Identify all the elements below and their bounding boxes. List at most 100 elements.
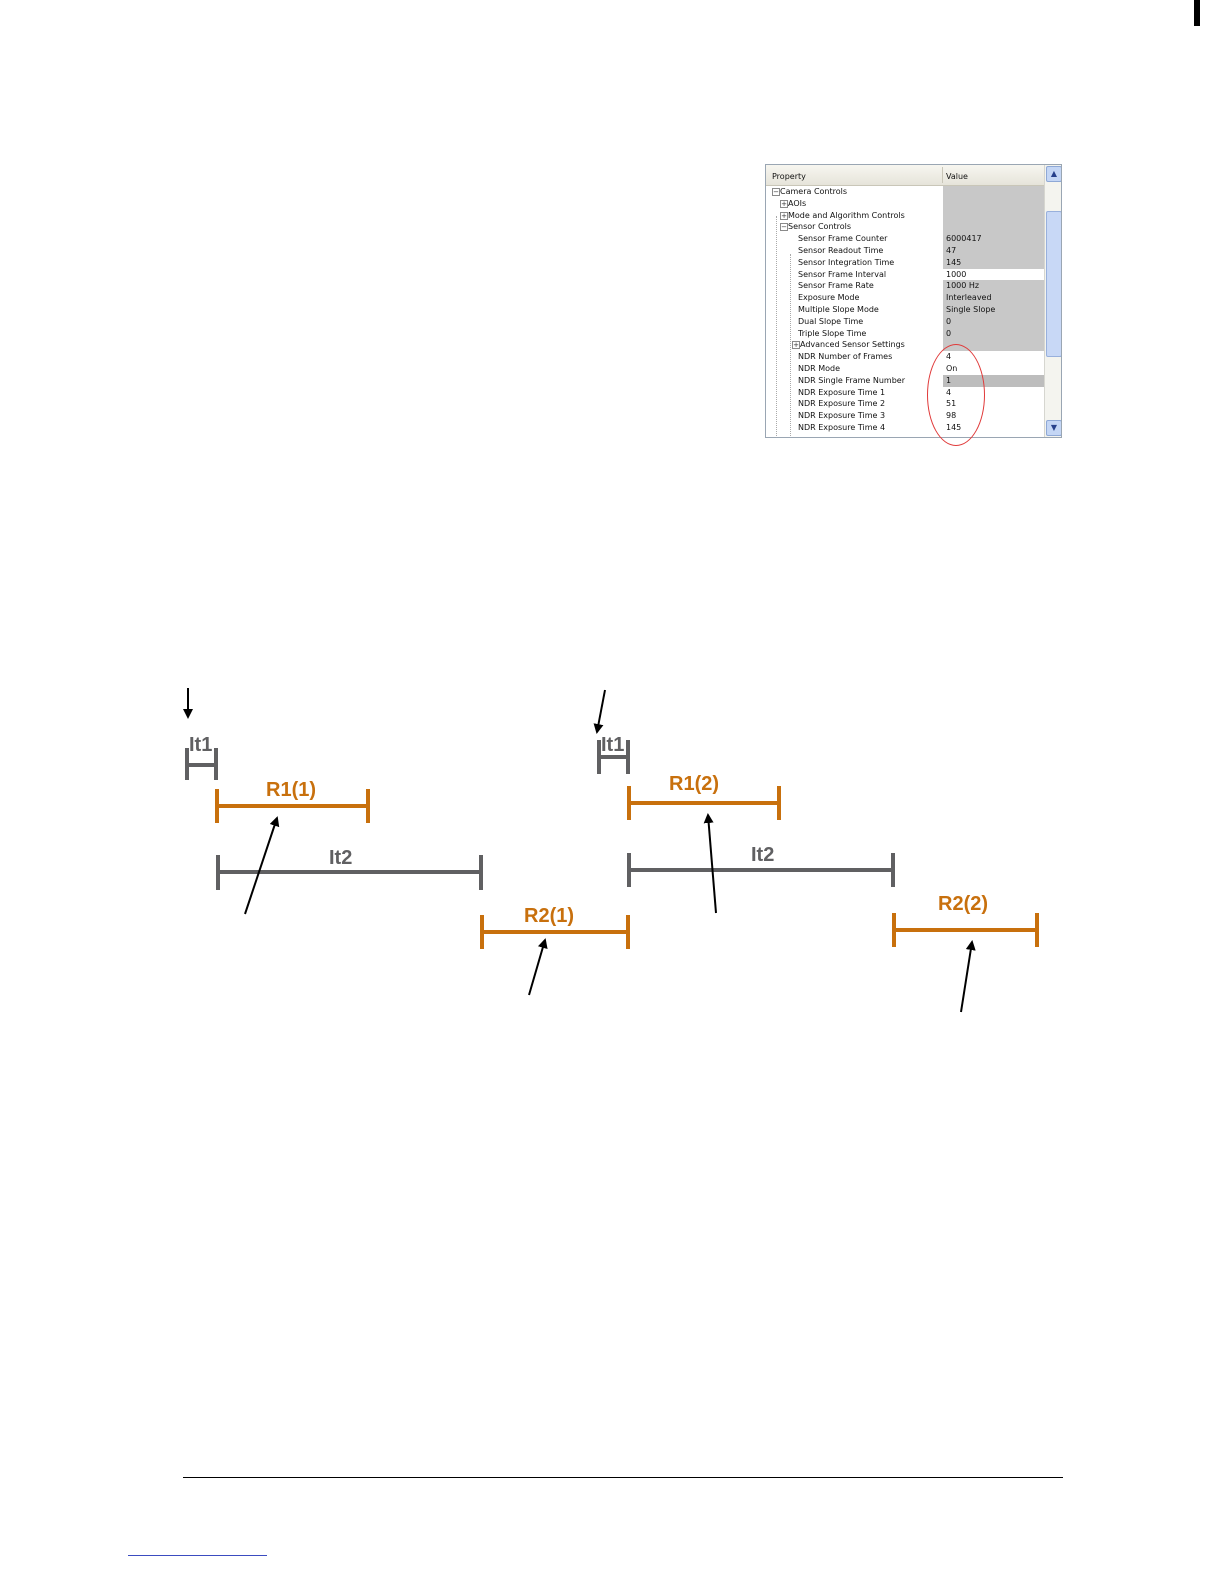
property-name: Sensor Readout Time bbox=[798, 246, 884, 255]
r2-2-label: R2(2) bbox=[938, 893, 988, 915]
property-value-cell[interactable]: 0 bbox=[943, 327, 1044, 340]
property-row[interactable]: −Sensor Controls bbox=[766, 221, 1044, 234]
property-row[interactable]: Sensor Frame Counter 6000417 bbox=[766, 233, 1044, 245]
property-value-cell[interactable] bbox=[943, 197, 1044, 210]
property-value-cell[interactable]: 6000417 bbox=[943, 233, 1044, 245]
property-name-cell[interactable]: Sensor Frame Counter bbox=[766, 233, 942, 245]
property-value: 1000 bbox=[946, 269, 967, 279]
pointer-arrow-r1-2 bbox=[703, 813, 717, 914]
property-name-cell[interactable]: Sensor Integration Time bbox=[766, 257, 942, 269]
property-name: AOIs bbox=[788, 198, 807, 208]
property-name-cell[interactable]: NDR Exposure Time 4 bbox=[766, 422, 942, 434]
property-name-cell[interactable]: +Advanced Sensor Settings bbox=[766, 339, 942, 351]
property-row[interactable]: Exposure Mode Interleaved bbox=[766, 292, 1044, 304]
property-name: Camera Controls bbox=[780, 187, 848, 196]
property-row[interactable]: +Advanced Sensor Settings bbox=[766, 339, 1044, 352]
highlight-ellipse bbox=[927, 344, 985, 446]
property-name-cell[interactable]: NDR Number of Frames bbox=[766, 351, 942, 363]
r1-1-label: R1(1) bbox=[266, 779, 316, 801]
property-name-cell[interactable]: NDR Mode bbox=[766, 363, 942, 375]
property-value-cell[interactable]: 1000 Hz bbox=[943, 280, 1044, 293]
property-name-cell[interactable]: Exposure Mode bbox=[766, 292, 942, 304]
property-row[interactable]: Multiple Slope Mode Single Slope bbox=[766, 304, 1044, 316]
r1-2-label: R1(2) bbox=[669, 773, 719, 795]
property-value-cell[interactable] bbox=[943, 209, 1044, 222]
property-name: NDR Exposure Time 1 bbox=[798, 387, 886, 397]
property-name-cell[interactable]: NDR Exposure Time 3 bbox=[766, 410, 942, 422]
footer-link-underline[interactable] bbox=[128, 1555, 267, 1556]
property-name-cell[interactable]: +Mode and Algorithm Controls bbox=[766, 210, 942, 222]
property-value-cell[interactable]: 145 bbox=[943, 256, 1044, 269]
pointer-arrow-r1-1 bbox=[244, 816, 280, 915]
property-name-cell[interactable]: Sensor Frame Rate bbox=[766, 280, 942, 292]
property-row[interactable]: Dual Slope Time 0 bbox=[766, 315, 1044, 328]
collapse-icon[interactable]: − bbox=[772, 188, 780, 196]
value-column-header[interactable]: Value bbox=[946, 172, 968, 181]
property-value-cell[interactable]: 47 bbox=[943, 245, 1044, 257]
property-name-cell[interactable]: NDR Single Frame Number bbox=[766, 375, 942, 387]
property-value: 0 bbox=[946, 316, 952, 326]
property-name-cell[interactable]: Multiple Slope Mode bbox=[766, 304, 942, 316]
property-name-cell[interactable]: Dual Slope Time bbox=[766, 316, 942, 328]
property-name-cell[interactable]: Sensor Frame Interval bbox=[766, 269, 942, 281]
scroll-up-button[interactable]: ▲ bbox=[1046, 166, 1061, 182]
property-row[interactable]: Sensor Frame Rate 1000 Hz bbox=[766, 280, 1044, 293]
it2-interval-b bbox=[627, 853, 895, 887]
property-name: NDR Exposure Time 2 bbox=[798, 399, 886, 409]
property-value: 47 bbox=[946, 246, 957, 255]
arrow-up-icon: ▲ bbox=[1050, 169, 1058, 178]
vertical-scrollbar[interactable]: ▲ ▼ bbox=[1044, 165, 1061, 437]
property-name: Sensor Controls bbox=[788, 222, 852, 232]
it2-interval-a bbox=[216, 855, 483, 890]
property-grid-body: −Camera Controls+AOIs+Mode and Algorithm… bbox=[766, 186, 1044, 437]
property-name-cell[interactable]: −Sensor Controls bbox=[766, 221, 942, 233]
it1-label-b: It1 bbox=[601, 734, 624, 756]
property-name: Sensor Frame Interval bbox=[798, 269, 887, 279]
property-name-cell[interactable]: −Camera Controls bbox=[766, 186, 942, 198]
pointer-arrow-r2-1 bbox=[528, 938, 548, 996]
property-value-cell[interactable] bbox=[943, 339, 1044, 352]
property-value-cell[interactable]: 0 bbox=[943, 315, 1044, 328]
property-value: Single Slope bbox=[946, 305, 996, 314]
property-name-cell[interactable]: NDR Exposure Time 1 bbox=[766, 387, 942, 399]
property-row[interactable]: Sensor Frame Interval 1000 bbox=[766, 269, 1044, 281]
property-value-cell[interactable] bbox=[943, 186, 1044, 198]
property-name-cell[interactable]: NDR Exposure Time 2 bbox=[766, 398, 942, 410]
property-name: Sensor Frame Rate bbox=[798, 281, 874, 291]
property-row[interactable]: +AOIs bbox=[766, 197, 1044, 210]
property-value-cell[interactable]: Single Slope bbox=[943, 304, 1044, 316]
pointer-arrow-r2-2 bbox=[960, 940, 976, 1013]
expand-icon[interactable]: + bbox=[780, 211, 788, 220]
property-name: Sensor Frame Counter bbox=[798, 234, 888, 244]
property-row[interactable]: −Camera Controls bbox=[766, 186, 1044, 198]
property-column-header[interactable]: Property bbox=[772, 172, 806, 181]
collapse-icon[interactable]: − bbox=[780, 223, 788, 232]
scroll-thumb[interactable] bbox=[1046, 211, 1061, 357]
it1-label-a: It1 bbox=[189, 734, 212, 756]
property-name-cell[interactable]: Triple Slope Time bbox=[766, 328, 942, 340]
it2-label-a: It2 bbox=[329, 847, 352, 869]
property-name: NDR Mode bbox=[798, 364, 841, 373]
property-row[interactable]: +Mode and Algorithm Controls bbox=[766, 209, 1044, 222]
property-value-cell[interactable] bbox=[943, 221, 1044, 234]
expand-icon[interactable]: + bbox=[792, 341, 800, 350]
scroll-down-button[interactable]: ▼ bbox=[1046, 420, 1061, 436]
property-name-cell[interactable]: Sensor Readout Time bbox=[766, 245, 942, 257]
property-value-cell[interactable]: Interleaved bbox=[943, 292, 1044, 304]
column-divider[interactable] bbox=[942, 167, 943, 183]
tree-guide-line bbox=[790, 254, 791, 437]
property-name: Advanced Sensor Settings bbox=[800, 340, 905, 350]
r2-1-label: R2(1) bbox=[524, 905, 574, 927]
property-value: 6000417 bbox=[946, 234, 982, 244]
expand-icon[interactable]: + bbox=[780, 199, 788, 208]
property-name: Exposure Mode bbox=[798, 293, 860, 303]
property-grid: Property Value −Camera Controls+AOIs+Mod… bbox=[765, 164, 1062, 438]
property-value-cell[interactable]: 1000 bbox=[943, 269, 1044, 281]
property-row[interactable]: Sensor Readout Time 47 bbox=[766, 245, 1044, 257]
property-value: Interleaved bbox=[946, 293, 992, 303]
property-name-cell[interactable]: +AOIs bbox=[766, 198, 942, 210]
arrow-down-icon: ▼ bbox=[1050, 423, 1058, 432]
